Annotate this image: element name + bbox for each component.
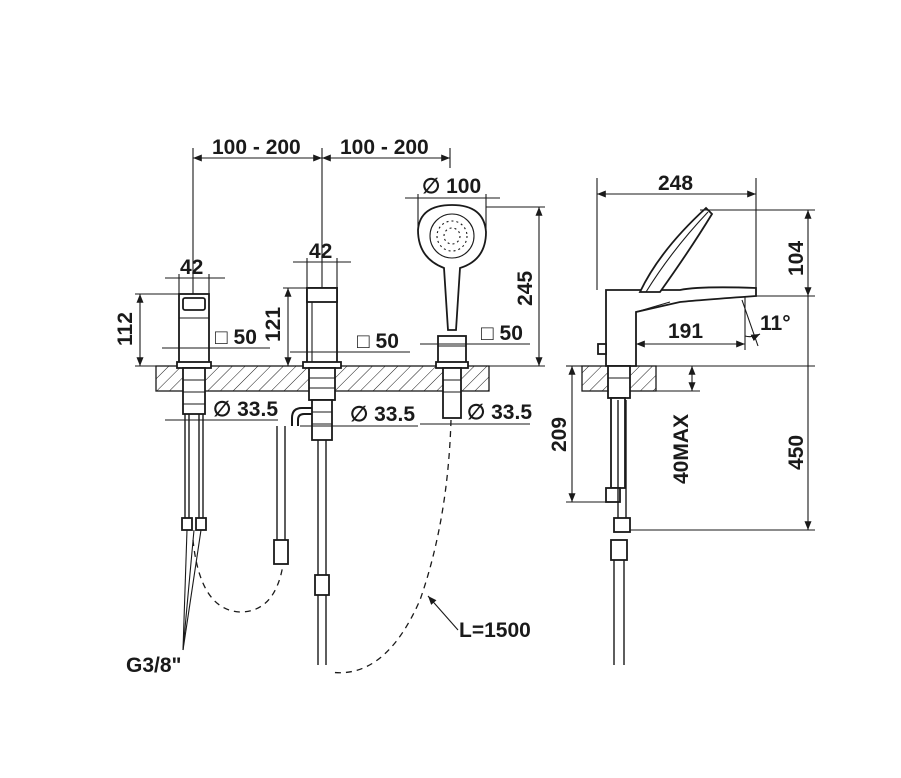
label-shower-square: □ 50 (481, 322, 523, 345)
label-spout-height: 112 (114, 312, 137, 346)
side-view-mixer (597, 206, 757, 665)
label-spacing-left: 100 - 200 (212, 136, 301, 159)
label-shower-height: 245 (514, 271, 537, 306)
dimension-lines (135, 148, 815, 651)
valve-front-view (273, 287, 342, 665)
label-hole-middle: ∅ 33.5 (350, 403, 415, 426)
label-side-total-under: 450 (785, 435, 808, 470)
label-shower-diameter: ∅ 100 (422, 175, 481, 198)
label-thread: G3/8" (126, 654, 181, 677)
spout-front-view (176, 293, 212, 531)
label-spacing-right: 100 - 200 (340, 136, 429, 159)
label-spout-width: 42 (180, 256, 203, 279)
shower-hose-dashed (329, 419, 452, 674)
label-hose-length: L=1500 (459, 619, 531, 642)
label-hole-right: ∅ 33.5 (467, 401, 532, 424)
label-spout-square: □ 50 (215, 326, 257, 349)
hand-shower-front-view (417, 204, 487, 419)
label-side-under-depth: 209 (548, 417, 571, 452)
label-hole-left: ∅ 33.5 (213, 398, 278, 421)
label-side-top-height: 104 (785, 241, 808, 276)
label-side-reach: 191 (668, 320, 703, 343)
hose-path-dashed (192, 539, 284, 613)
label-valve-height: 121 (262, 307, 285, 342)
label-valve-width: 42 (309, 240, 332, 263)
label-side-total-length: 248 (658, 172, 693, 195)
label-side-deck-max: 40MAX (670, 414, 693, 484)
label-valve-square: □ 50 (357, 330, 399, 353)
label-side-angle: 11° (760, 312, 791, 335)
